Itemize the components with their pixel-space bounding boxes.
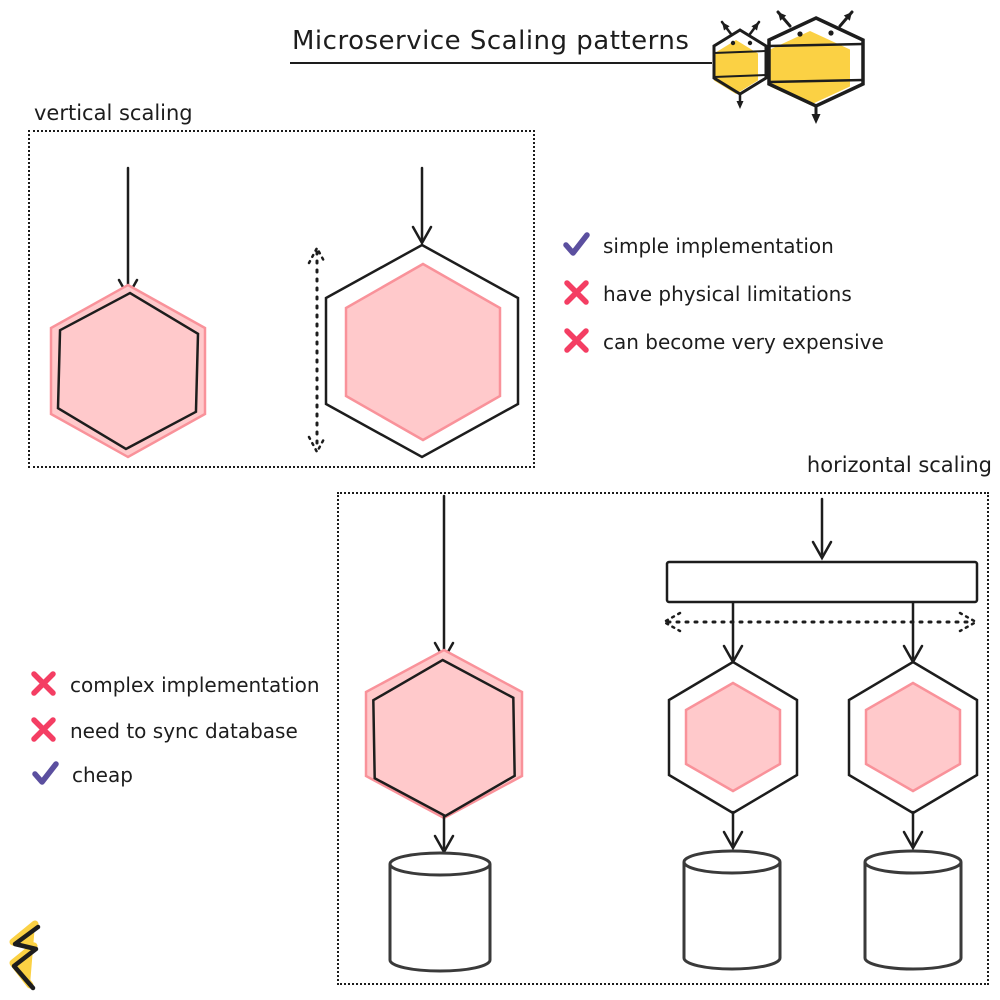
pros-cons-text: simple implementation [603,234,834,258]
microservice-hexagon-replica-1 [667,660,799,815]
pros-cons-text: can become very expensive [603,330,884,354]
cross-icon [564,280,589,305]
scale-out-dotted-arrow [661,611,979,633]
bee-hexagon-icon-small [712,20,768,109]
cross-icon [564,328,589,353]
pros-cons-text: cheap [72,763,133,787]
pros-cons-text: need to sync database [70,719,298,743]
microservice-hexagon-replica-2 [847,660,979,815]
pros-cons-text: complex implementation [70,673,320,697]
vertical-scaling-box [28,130,535,468]
squiggle-logo [9,920,41,991]
horizontal-scaling-box [337,492,989,985]
page-title: Microservice Scaling patterns [292,26,690,56]
pros-cons-item: have physical limitations [563,279,852,306]
arrow-into-large-service [411,166,433,246]
pros-cons-item: need to sync database [30,716,298,743]
bee-hexagon-icon-large [767,10,865,124]
pros-cons-item: cheap [32,760,133,787]
pros-cons-item: complex implementation [30,670,320,697]
arrow-replica-1-to-db [722,810,744,851]
check-icon [563,232,590,256]
database-cylinder-replica-1 [682,849,782,971]
horizontal-scaling-label: horizontal scaling [806,453,992,477]
cross-icon [31,671,56,696]
cross-icon [31,717,56,742]
check-icon [32,761,59,785]
pros-cons-item: can become very expensive [563,327,884,354]
database-cylinder-single [388,851,492,973]
microservice-hexagon-small [49,283,207,459]
vertical-scaling-label: vertical scaling [34,101,193,125]
arrow-replica-2-to-db [902,810,924,851]
microservice-hexagon-large [324,243,520,459]
pros-cons-item: simple implementation [563,231,834,258]
grow-shrink-dotted-arrow [307,245,327,455]
arrow-into-load-balancer [811,497,833,561]
pros-cons-text: have physical limitations [603,282,852,306]
database-cylinder-replica-2 [863,849,963,971]
load-balancer-box [665,560,979,604]
